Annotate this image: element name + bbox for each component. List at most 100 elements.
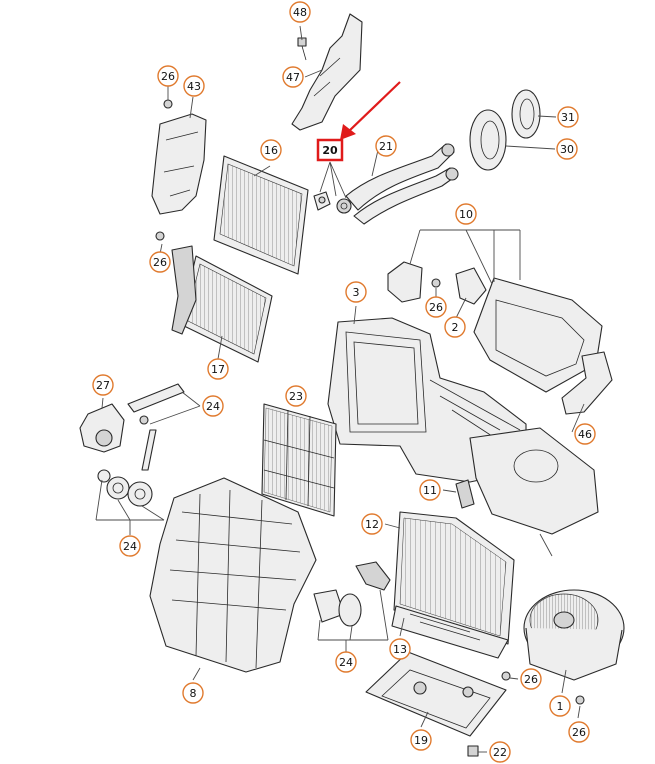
callout-circle bbox=[425, 296, 447, 318]
callout-label: 19 bbox=[414, 734, 428, 747]
callout-label: 11 bbox=[423, 484, 437, 497]
callout-circle bbox=[289, 1, 311, 23]
callout-circle bbox=[556, 138, 578, 160]
parts-illustration bbox=[79, 13, 625, 757]
callout-circle bbox=[520, 668, 542, 690]
blower-fan-1 bbox=[523, 589, 625, 681]
callout-circle bbox=[574, 423, 596, 445]
callout-22: 22 bbox=[489, 741, 511, 763]
gear-c bbox=[127, 481, 153, 507]
callout-24: 24 bbox=[202, 395, 224, 417]
callout-label: 24 bbox=[206, 400, 220, 413]
callout-label: 26 bbox=[572, 726, 586, 739]
filter-23 bbox=[261, 403, 337, 517]
callout-circle bbox=[149, 251, 171, 273]
callout-label: 47 bbox=[286, 71, 300, 84]
callout-12: 12 bbox=[361, 513, 383, 535]
callout-circle bbox=[375, 135, 397, 157]
callout-47: 47 bbox=[282, 66, 304, 88]
lever-2 bbox=[455, 267, 487, 305]
callout-label: 23 bbox=[289, 390, 303, 403]
callout-16: 16 bbox=[260, 139, 282, 161]
callout-label: 21 bbox=[379, 140, 393, 153]
duct-46 bbox=[561, 351, 613, 415]
callout-circle bbox=[285, 385, 307, 407]
screw-26c bbox=[431, 278, 441, 288]
bracket-47 bbox=[291, 13, 363, 131]
callout-21: 21 bbox=[375, 135, 397, 157]
callout-11: 11 bbox=[419, 479, 441, 501]
callout-label: 1 bbox=[557, 700, 564, 713]
callout-circle bbox=[260, 139, 282, 161]
callout-label: 46 bbox=[578, 428, 592, 441]
callout-26: 26 bbox=[425, 296, 447, 318]
callout-48: 48 bbox=[289, 1, 311, 23]
callout-circle bbox=[92, 374, 114, 396]
callout-label: 48 bbox=[293, 6, 307, 19]
callout-label: 27 bbox=[96, 379, 110, 392]
callout-24: 24 bbox=[335, 651, 357, 673]
callout-circle bbox=[202, 395, 224, 417]
gear-a bbox=[97, 469, 111, 483]
leader-lines bbox=[95, 25, 585, 753]
callout-2: 2 bbox=[444, 316, 466, 338]
servo-27 bbox=[79, 403, 125, 453]
callout-label: 12 bbox=[365, 518, 379, 531]
callout-30: 30 bbox=[556, 138, 578, 160]
callout-20: 20 bbox=[316, 138, 344, 162]
callout-label: 3 bbox=[353, 286, 360, 299]
callout-label: 24 bbox=[123, 540, 137, 553]
callout-label: 30 bbox=[560, 143, 574, 156]
callout-circle bbox=[455, 203, 477, 225]
callout-label: 26 bbox=[161, 70, 175, 83]
callout-26: 26 bbox=[157, 65, 179, 87]
highlight-box bbox=[316, 138, 344, 162]
callout-19: 19 bbox=[410, 729, 432, 751]
lever-24c bbox=[355, 561, 391, 591]
callout-label: 20 bbox=[322, 144, 338, 157]
callout-31: 31 bbox=[557, 106, 579, 128]
callout-label: 16 bbox=[264, 144, 278, 157]
callout-label: 22 bbox=[493, 746, 507, 759]
screw-26b bbox=[155, 231, 165, 241]
callout-26: 26 bbox=[149, 251, 171, 273]
callout-10: 10 bbox=[455, 203, 477, 225]
callout-circle bbox=[282, 66, 304, 88]
callout-label: 13 bbox=[393, 643, 407, 656]
callout-label: 43 bbox=[187, 80, 201, 93]
callout-circle bbox=[183, 75, 205, 97]
callout-23: 23 bbox=[285, 385, 307, 407]
callout-circle bbox=[389, 638, 411, 660]
highlight-arrow bbox=[340, 81, 401, 140]
callout-circle bbox=[119, 535, 141, 557]
callout-3: 3 bbox=[345, 281, 367, 303]
cover-43 bbox=[151, 113, 207, 215]
plate-19 bbox=[365, 651, 507, 737]
callout-1: 1 bbox=[549, 695, 571, 717]
callout-circle bbox=[361, 513, 383, 535]
tray-13 bbox=[391, 605, 509, 659]
callout-label: 17 bbox=[211, 363, 225, 376]
callout-circle bbox=[335, 651, 357, 673]
callout-label: 24 bbox=[339, 656, 353, 669]
callout-circle bbox=[444, 316, 466, 338]
screw-26a bbox=[163, 99, 173, 109]
callout-43: 43 bbox=[183, 75, 205, 97]
bolt-48 bbox=[297, 37, 307, 47]
callout-27: 27 bbox=[92, 374, 114, 396]
callout-26: 26 bbox=[568, 721, 590, 743]
callout-label: 10 bbox=[459, 208, 473, 221]
callout-circle bbox=[549, 695, 571, 717]
callout-circle bbox=[182, 682, 204, 704]
actuator-bracket bbox=[387, 261, 423, 303]
callout-circle bbox=[557, 106, 579, 128]
callout-circle bbox=[568, 721, 590, 743]
callout-8: 8 bbox=[182, 682, 204, 704]
callout-circle bbox=[419, 479, 441, 501]
blower-housing bbox=[469, 427, 599, 535]
callout-circle bbox=[157, 65, 179, 87]
callout-13: 13 bbox=[389, 638, 411, 660]
linkage-24a bbox=[127, 383, 185, 413]
